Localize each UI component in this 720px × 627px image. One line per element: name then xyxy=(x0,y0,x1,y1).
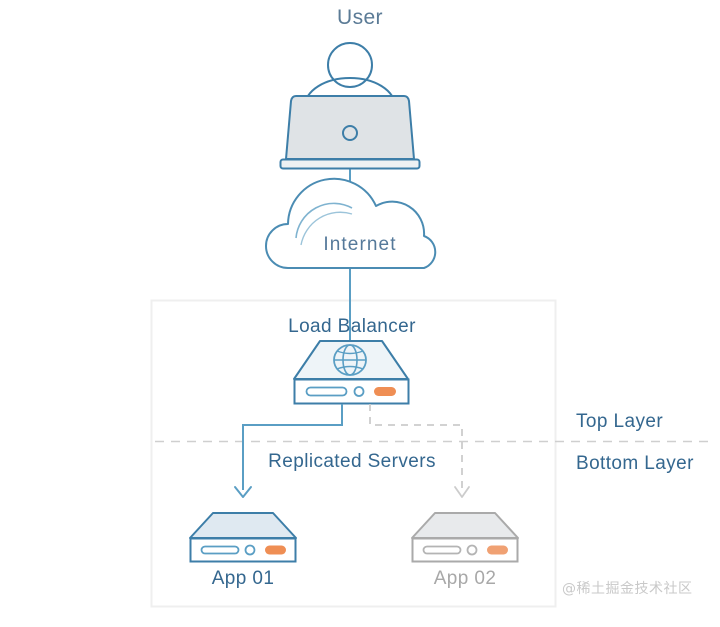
label-top-layer: Top Layer xyxy=(576,411,664,432)
cloud-arc-1-icon xyxy=(295,202,353,239)
label-user: User xyxy=(337,6,383,29)
load-balancer-slot-icon xyxy=(305,386,348,397)
app02-orange-indicator-icon xyxy=(487,545,508,555)
laptop-base-icon xyxy=(279,158,421,170)
server-app02-icon[interactable] xyxy=(411,512,519,563)
label-server-app02: App 02 xyxy=(433,568,497,589)
connector-lb-to-app01-solid-arrow xyxy=(242,404,343,490)
app01-led-icon xyxy=(244,544,256,556)
app01-orange-indicator-icon xyxy=(265,545,286,555)
app02-led-icon xyxy=(466,544,478,556)
user-head-icon xyxy=(327,42,373,88)
app01-slot-icon xyxy=(200,545,240,555)
app02-body-icon xyxy=(411,537,519,563)
connector-lb-to-app02-dashed-arrow xyxy=(369,404,463,490)
load-balancer-led-icon xyxy=(353,386,365,397)
globe-icon xyxy=(333,344,367,376)
label-bottom-layer: Bottom Layer xyxy=(576,453,694,474)
app01-body-icon xyxy=(189,537,297,563)
arrowhead-app01-icon xyxy=(234,486,252,498)
cloud-outline-icon xyxy=(265,177,437,269)
load-balancer-icon xyxy=(293,340,410,405)
label-server-app01: App 01 xyxy=(211,568,275,589)
user-icon xyxy=(279,42,421,170)
user-shoulders-icon xyxy=(304,77,396,107)
cloud-arc-2-icon xyxy=(300,211,353,246)
laptop-camera-icon xyxy=(342,125,358,141)
internet-cloud-icon xyxy=(265,177,437,269)
arrowhead-app02-icon xyxy=(454,486,470,498)
label-load-balancer: Load Balancer xyxy=(288,316,416,337)
server-app01-icon[interactable] xyxy=(189,512,297,563)
label-internet: Internet xyxy=(323,234,397,255)
load-balancer-orange-indicator-icon xyxy=(374,387,396,396)
watermark: @稀土掘金技术社区 xyxy=(562,581,693,597)
label-replicated-servers: Replicated Servers xyxy=(268,451,436,472)
app02-slot-icon xyxy=(422,545,462,555)
